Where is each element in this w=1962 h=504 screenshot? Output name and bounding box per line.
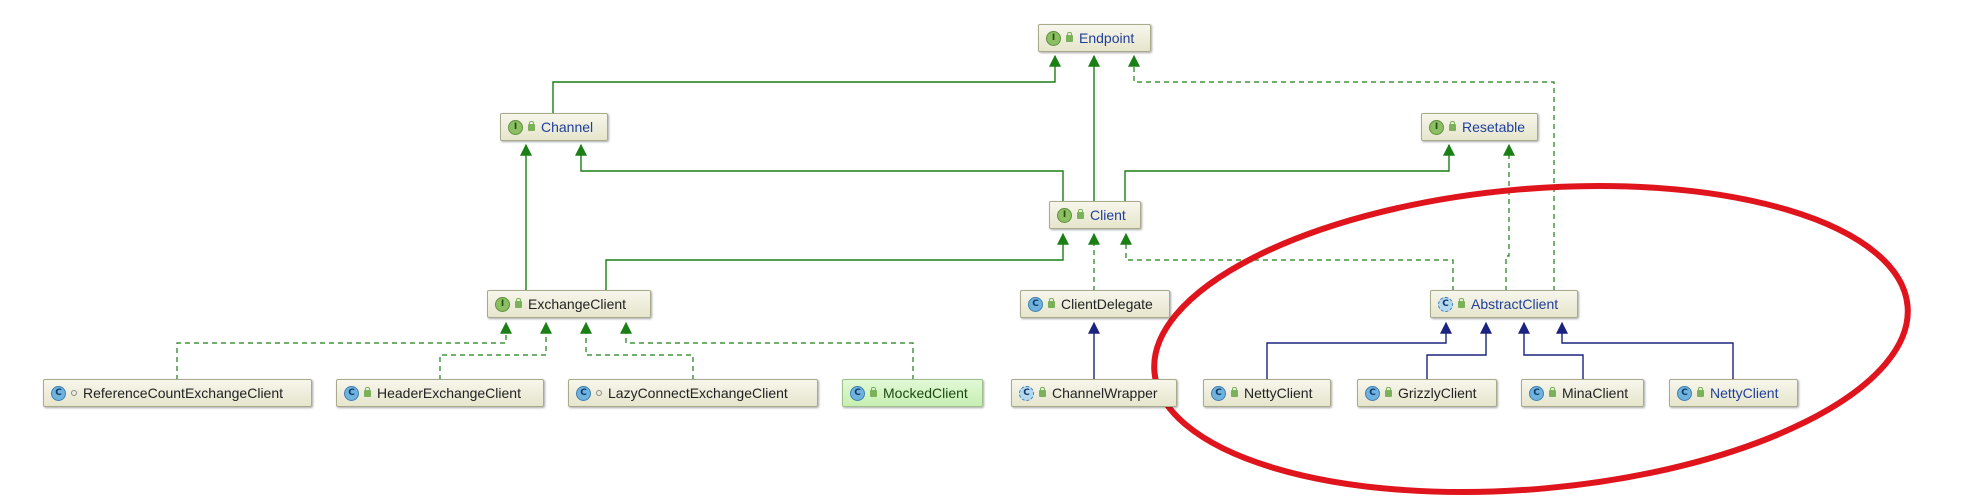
edge-referencecount-exchangeclient bbox=[176, 321, 512, 380]
node-lazy-connect-exchange-client[interactable]: C LazyConnectExchangeClient bbox=[568, 379, 818, 407]
edge-nettyclient2-abstractclient bbox=[1556, 321, 1734, 380]
node-abstract-client[interactable]: C AbstractClient bbox=[1430, 290, 1578, 318]
edge-minaclient-abstractclient bbox=[1518, 321, 1584, 380]
node-label: Resetable bbox=[1462, 119, 1526, 135]
interface-icon: I bbox=[1057, 207, 1072, 223]
node-endpoint[interactable]: I Endpoint bbox=[1038, 24, 1151, 52]
node-label: AbstractClient bbox=[1471, 296, 1559, 312]
highlight-ellipse bbox=[1151, 182, 1911, 496]
class-icon: C bbox=[51, 385, 66, 401]
class-icon: C bbox=[344, 385, 359, 401]
node-label: ChannelWrapper bbox=[1052, 385, 1158, 401]
node-reference-count-exchange-client[interactable]: C ReferenceCountExchangeClient bbox=[43, 379, 312, 407]
public-lock-icon bbox=[1697, 386, 1704, 397]
class-icon: C bbox=[1365, 385, 1380, 401]
node-label: ExchangeClient bbox=[528, 296, 627, 312]
interface-icon: I bbox=[508, 119, 523, 135]
node-label: MinaClient bbox=[1562, 385, 1629, 401]
class-icon: C bbox=[1211, 385, 1226, 401]
interface-icon: I bbox=[1429, 119, 1444, 135]
node-grizzly-client[interactable]: C GrizzlyClient bbox=[1357, 379, 1497, 407]
node-label: ReferenceCountExchangeClient bbox=[83, 385, 284, 401]
edge-exchangeclient-client bbox=[605, 232, 1069, 291]
public-lock-icon bbox=[1458, 297, 1465, 308]
interface-icon: I bbox=[1046, 30, 1061, 46]
public-lock-icon bbox=[1385, 386, 1392, 397]
class-icon: C bbox=[1677, 385, 1692, 401]
node-mocked-client[interactable]: C MockedClient bbox=[842, 379, 983, 407]
public-lock-icon bbox=[1066, 31, 1073, 42]
node-header-exchange-client[interactable]: C HeaderExchangeClient bbox=[336, 379, 544, 407]
class-icon: C bbox=[576, 385, 591, 401]
class-icon: C bbox=[1529, 385, 1544, 401]
edge-client-resetable bbox=[1124, 143, 1455, 202]
public-lock-icon bbox=[528, 120, 535, 131]
node-label: HeaderExchangeClient bbox=[377, 385, 521, 401]
node-label: NettyClient bbox=[1244, 385, 1313, 401]
public-lock-icon bbox=[1077, 208, 1084, 219]
node-channel-wrapper[interactable]: C ChannelWrapper bbox=[1011, 379, 1177, 407]
edge-channel-endpoint bbox=[552, 54, 1061, 114]
node-label: MockedClient bbox=[883, 385, 968, 401]
node-label: Channel bbox=[541, 119, 594, 135]
node-label: ClientDelegate bbox=[1061, 296, 1153, 312]
public-lock-icon bbox=[1449, 120, 1456, 131]
class-icon: C bbox=[1028, 296, 1043, 312]
node-resetable[interactable]: I Resetable bbox=[1421, 113, 1538, 141]
node-netty-client-1[interactable]: C NettyClient bbox=[1203, 379, 1331, 407]
node-label: Client bbox=[1090, 207, 1126, 223]
class-icon: C bbox=[850, 385, 865, 401]
edge-abstractclient-resetable bbox=[1503, 143, 1515, 291]
edge-grizzlyclient-abstractclient bbox=[1426, 321, 1492, 380]
public-lock-icon bbox=[1231, 386, 1238, 397]
node-label: LazyConnectExchangeClient bbox=[608, 385, 788, 401]
node-netty-client-2[interactable]: C NettyClient bbox=[1669, 379, 1798, 407]
class-icon: C bbox=[1019, 385, 1034, 401]
edge-lazyconnect-exchangeclient bbox=[580, 321, 694, 380]
edge-nettyclient1-abstractclient bbox=[1266, 321, 1452, 380]
edge-mocked-exchangeclient bbox=[620, 321, 914, 380]
edge-header-exchangeclient bbox=[439, 321, 552, 380]
edge-abstractclient-endpoint bbox=[1128, 54, 1555, 291]
node-channel[interactable]: I Channel bbox=[500, 113, 608, 141]
edge-client-channel bbox=[575, 143, 1064, 202]
node-client-delegate[interactable]: C ClientDelegate bbox=[1020, 290, 1170, 318]
public-lock-icon bbox=[870, 386, 877, 397]
node-label: NettyClient bbox=[1710, 385, 1779, 401]
package-private-icon bbox=[71, 390, 77, 396]
interface-icon: I bbox=[495, 296, 510, 312]
public-lock-icon bbox=[1549, 386, 1556, 397]
node-label: Endpoint bbox=[1079, 30, 1135, 46]
abstract-class-icon: C bbox=[1438, 296, 1453, 312]
public-lock-icon bbox=[1039, 386, 1046, 397]
node-client[interactable]: I Client bbox=[1049, 201, 1141, 229]
public-lock-icon bbox=[364, 386, 371, 397]
public-lock-icon bbox=[1048, 297, 1055, 308]
node-label: GrizzlyClient bbox=[1398, 385, 1477, 401]
edge-abstractclient-client bbox=[1120, 232, 1454, 291]
public-lock-icon bbox=[515, 297, 522, 308]
node-exchange-client[interactable]: I ExchangeClient bbox=[487, 290, 651, 318]
node-mina-client[interactable]: C MinaClient bbox=[1521, 379, 1644, 407]
package-private-icon bbox=[596, 390, 602, 396]
